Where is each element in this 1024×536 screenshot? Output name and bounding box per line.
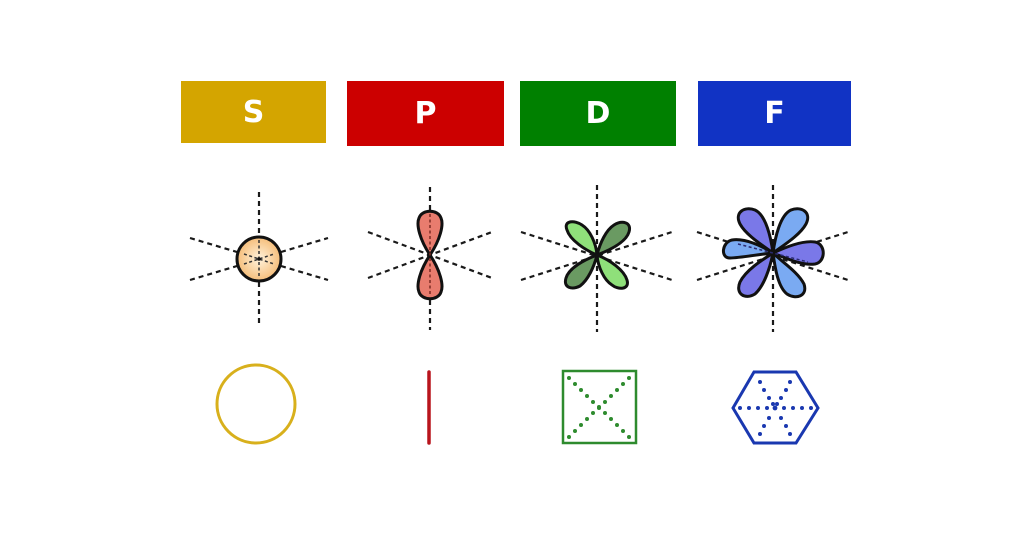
p-orbital-header: P xyxy=(347,81,504,146)
d-orbital-diagram xyxy=(520,185,673,332)
p-orbital-label: P xyxy=(414,96,437,131)
d-orbital-label: D xyxy=(585,96,611,131)
s-circle-symbol-icon xyxy=(215,363,297,445)
s-orbital-label: S xyxy=(242,94,265,130)
f-lobes-icon xyxy=(722,207,825,299)
f-orbital-label: F xyxy=(764,96,785,131)
f-orbital-header: F xyxy=(698,81,851,146)
d-lobe-lower-left-icon xyxy=(563,252,600,290)
s-orbital-diagram xyxy=(189,192,329,324)
d-lobe-upper-right-icon xyxy=(594,220,632,258)
s-axes-icon xyxy=(189,192,329,324)
f-hexagon-symbol-icon xyxy=(731,370,820,445)
d-square-symbol-icon xyxy=(561,369,638,445)
p-orbital-diagram xyxy=(367,187,493,330)
d-lobe-upper-left-icon xyxy=(564,220,599,258)
d-lobe-lower-right-icon xyxy=(595,252,629,290)
s-orbital-header: S xyxy=(181,81,326,143)
d-orbital-header: D xyxy=(520,81,676,146)
f-orbital-diagram xyxy=(696,185,849,332)
